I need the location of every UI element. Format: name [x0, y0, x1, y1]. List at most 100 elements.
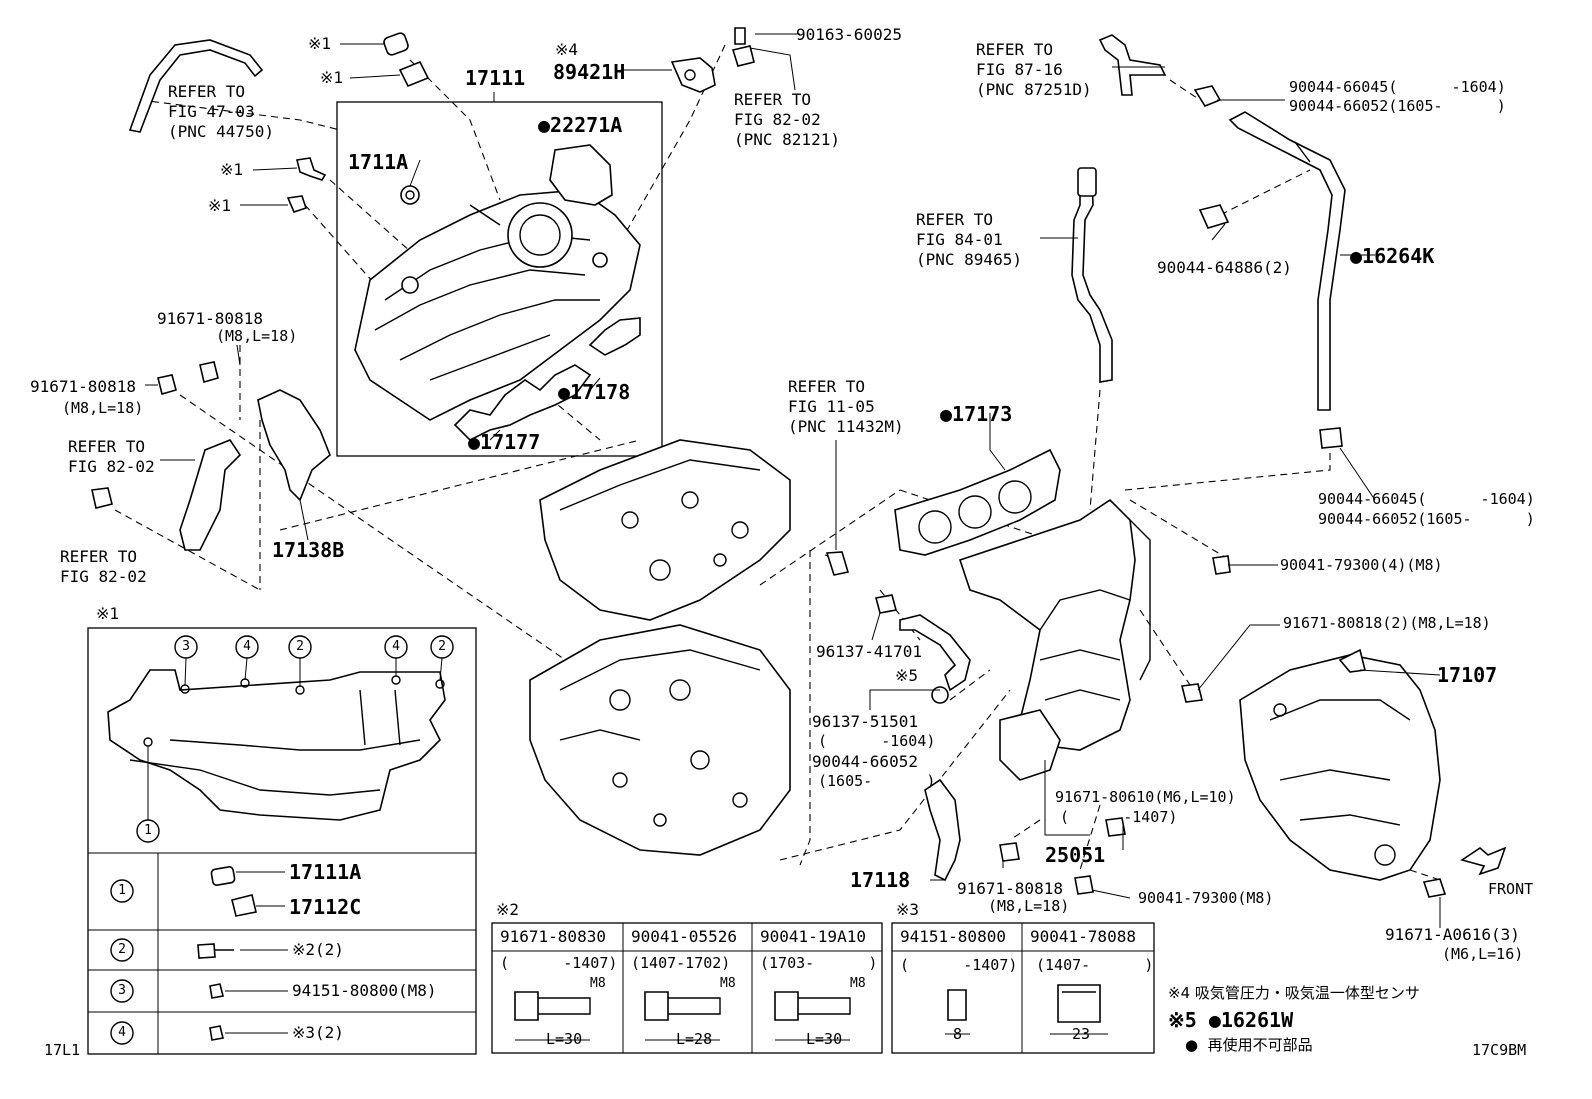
part-90041-79300-4: 90041-79300(4)(M8) — [1280, 556, 1443, 574]
t3-range-1: ( -1407) — [900, 956, 1018, 974]
inset-title: ※1 — [96, 604, 120, 623]
refer-fig-47-03: REFER TO FIG 47-03 (PNC 44750) — [168, 82, 274, 141]
t2-length-2: L=28 — [676, 1030, 713, 1048]
part-91671-80818-c: 91671-80818 — [957, 879, 1063, 898]
part-17111: 17111 — [465, 66, 526, 90]
t3-range-2: (1407- ) — [1036, 956, 1154, 974]
inset-part-17112C: 17112C — [289, 895, 362, 919]
manifold-gaskets — [453, 317, 641, 441]
note5-label: ※5 — [895, 666, 919, 685]
note1-label: ※1 — [220, 160, 244, 179]
inset-row2-part: ※2(2) — [292, 940, 344, 959]
spec-91671-80818-c: (M8,L=18) — [988, 897, 1070, 915]
hose-16264K — [1228, 111, 1346, 411]
part-90044-66045-mid: 90044-66045( -1604) — [1318, 490, 1535, 508]
part-17107: 17107 — [1437, 663, 1498, 687]
refer-fig-84-01: REFER TO FIG 84-01 (PNC 89465) — [916, 210, 1022, 269]
note1-label: ※1 — [320, 68, 344, 87]
code-left: 17L1 — [44, 1041, 81, 1059]
jp-note5: ※5 ●16261W — [1168, 1008, 1294, 1032]
clamp-mid — [1198, 204, 1230, 229]
refer-fig-87-16: REFER TO FIG 87-16 (PNC 87251D) — [976, 40, 1092, 99]
exhaust-manifold — [958, 498, 1151, 781]
t2-part-3: 90041-19A10 — [760, 927, 866, 946]
intake-manifold — [354, 189, 641, 421]
table-note3 — [891, 922, 1155, 1054]
code-right: 17C9BM — [1472, 1041, 1527, 1059]
inset-row4-part: ※3(2) — [292, 1023, 344, 1042]
inset-callout-4: 4 — [392, 639, 400, 654]
inset-box — [87, 627, 477, 1055]
spec-91671-80818-a: (M8,L=18) — [216, 327, 298, 345]
t2-part-2: 90041-05526 — [631, 927, 737, 946]
inset-callout-3: 3 — [182, 639, 190, 654]
note3-label: ※3 — [896, 900, 920, 919]
manifold-frame — [336, 101, 663, 457]
map-sensor — [670, 57, 716, 93]
spec-91671-A0616: (M6,L=16) — [1442, 945, 1524, 963]
heat-insulator — [1239, 648, 1441, 881]
bracket-17138B — [257, 389, 331, 502]
part-17138B: 17138B — [272, 538, 345, 562]
part-90044-66045-top: 90044-66045( -1604) — [1289, 78, 1506, 96]
part-90044-66052-mid: 90044-66052(1605- ) — [1318, 510, 1535, 528]
t2-range-2: (1407-1702) — [631, 954, 731, 972]
inset-part-17111A: 17111A — [289, 860, 362, 884]
refer-fig-82-02-a: REFER TO FIG 82-02 (PNC 82121) — [734, 90, 840, 149]
clamp-low — [1319, 427, 1343, 449]
part-90044-64886: 90044-64886(2) — [1157, 258, 1292, 277]
throttle-gasket — [549, 144, 613, 206]
grommet — [400, 185, 420, 205]
cylinder-head — [539, 439, 791, 621]
part-17173: ●17173 — [940, 402, 1013, 426]
row-num-2: 2 — [118, 942, 126, 957]
t2-range-3: (1703- ) — [760, 954, 878, 972]
range-96137-51501: ( -1604) — [818, 732, 936, 750]
t2-thread-1: M8 — [590, 976, 606, 991]
range-91671-80610: ( -1407) — [1060, 808, 1178, 826]
row-num-4: 4 — [118, 1025, 126, 1040]
note1-label: ※1 — [308, 34, 332, 53]
o2-sensor — [1071, 175, 1113, 383]
t2-length-1: L=30 — [546, 1030, 583, 1048]
part-91671-80818-2: 91671-80818(2)(M8,L=18) — [1283, 614, 1491, 632]
t2-length-3: L=30 — [806, 1030, 843, 1048]
note1-label: ※1 — [208, 196, 232, 215]
inset-callout-4: 4 — [243, 639, 251, 654]
bracket-17118 — [924, 778, 961, 882]
t2-range-1: ( -1407) — [500, 954, 618, 972]
bracket-left — [179, 439, 242, 551]
exhaust-gasket — [894, 448, 1061, 556]
part-17178: ●17178 — [558, 380, 631, 404]
refer-fig-82-02-c: REFER TO FIG 82-02 — [60, 547, 147, 586]
spec-91671-80818-b: (M8,L=18) — [62, 399, 144, 417]
part-1711A: 1711A — [348, 150, 409, 174]
inset-callout-1: 1 — [144, 823, 152, 838]
note4-label: ※4 — [555, 40, 579, 59]
part-91671-A0616: 91671-A0616(3) — [1385, 925, 1520, 944]
refer-fig-82-02-b: REFER TO FIG 82-02 — [68, 437, 155, 476]
part-96137-41701: 96137-41701 — [816, 642, 922, 661]
clamp-top — [1193, 85, 1222, 107]
inset-row3-part: 94151-80800(M8) — [292, 981, 437, 1000]
t2-thread-2: M8 — [720, 976, 736, 991]
t2-part-1: 91671-80830 — [500, 927, 606, 946]
row-num-1: 1 — [118, 883, 126, 898]
table-note2 — [491, 922, 883, 1054]
t3-part-1: 94151-80800 — [900, 927, 1006, 946]
part-91671-80610: 91671-80610(M6,L=10) — [1055, 788, 1236, 806]
jp-legend: ● 再使用不可部品 — [1185, 1036, 1313, 1054]
part-16264K: ●16264K — [1350, 244, 1435, 268]
part-96137-51501: 96137-51501 — [812, 712, 918, 731]
leader-lines — [145, 33, 1441, 928]
part-90041-79300-m8: 90041-79300(M8) — [1138, 889, 1274, 907]
refer-fig-11-05: REFER TO FIG 11-05 (PNC 11432M) — [788, 377, 904, 436]
part-25051: 25051 — [1045, 843, 1106, 867]
t3-part-2: 90041-78088 — [1030, 927, 1136, 946]
range-90044-66052-low: (1605- ) — [818, 772, 936, 790]
t3-size-1: 8 — [953, 1025, 963, 1043]
front-arrow — [1460, 846, 1507, 876]
pcv-hose — [128, 39, 264, 133]
inset-callout-2: 2 — [438, 639, 446, 654]
